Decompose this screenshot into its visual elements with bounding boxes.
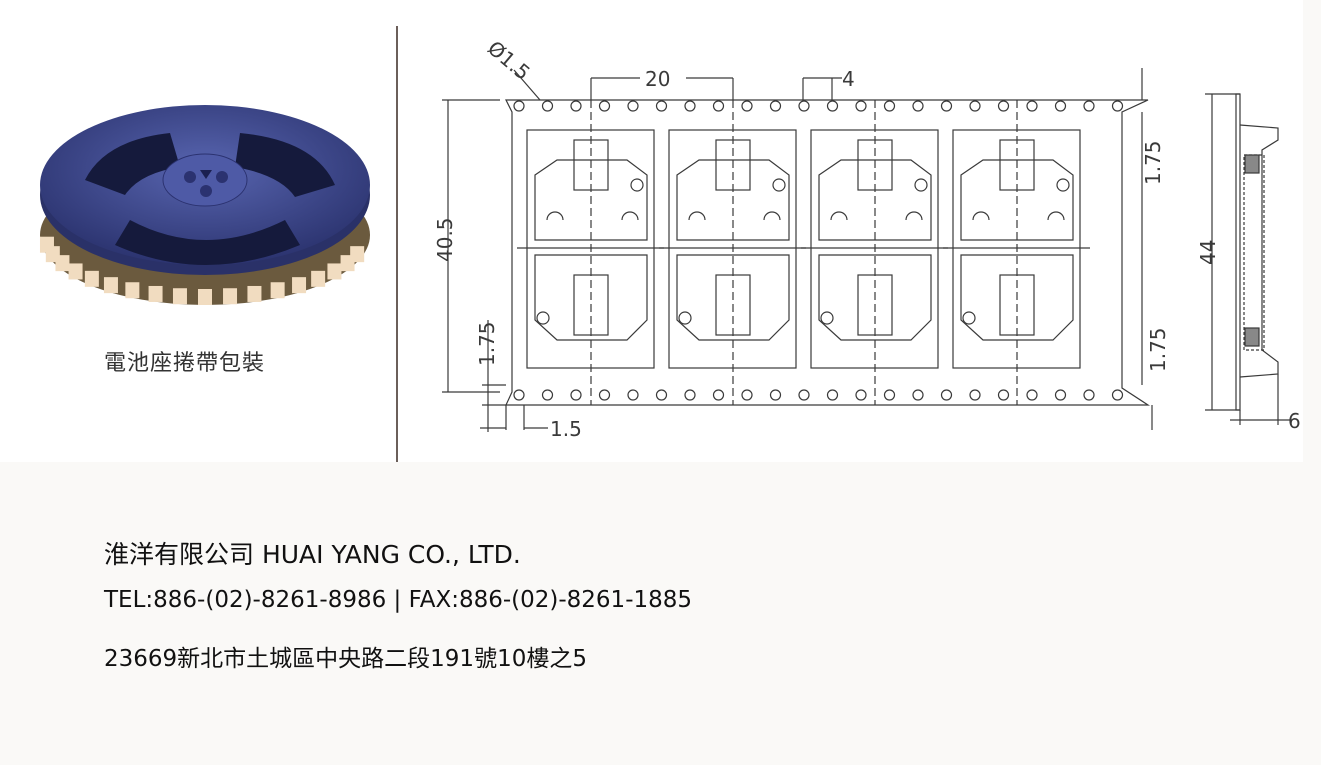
bottom-margin-label: 1.75 xyxy=(1146,327,1170,372)
company-name: 淮洋有限公司 HUAI YANG CO., LTD. xyxy=(104,540,521,569)
sprocket-hole xyxy=(798,389,810,401)
sprocket-hole xyxy=(741,389,753,401)
sprocket-hole xyxy=(1111,100,1124,112)
sprocket-hole xyxy=(513,389,525,401)
sprocket-hole xyxy=(826,389,839,401)
hole-pitch-dim: 4 xyxy=(802,67,855,100)
sprocket-hole xyxy=(855,100,867,112)
sprocket-hole xyxy=(1054,100,1067,112)
reel-cell xyxy=(311,270,326,287)
inner-height-label: 40.5 xyxy=(433,217,457,262)
hole-diameter-dim: Ø1.5 xyxy=(483,36,541,101)
tape-pocket xyxy=(659,100,806,405)
side-profile: 44 6 xyxy=(1196,93,1301,433)
sprocket-hole xyxy=(541,389,554,401)
sprocket-hole xyxy=(741,100,753,112)
depth-label: 6 xyxy=(1288,409,1301,433)
sprocket-hole xyxy=(1026,389,1038,401)
sprocket-hole xyxy=(1054,389,1067,401)
company-contact: TEL:886-(02)-8261-8986 | FAX:886-(02)-82… xyxy=(104,587,693,613)
sprocket-hole xyxy=(1111,389,1124,401)
sprocket-hole xyxy=(969,389,981,401)
sprocket-hole xyxy=(940,100,953,112)
sprocket-hole xyxy=(912,100,924,112)
sprocket-hole xyxy=(997,100,1010,112)
reel-cell xyxy=(55,255,70,272)
sprocket-hole xyxy=(883,389,896,401)
sprocket-hole xyxy=(684,389,696,401)
sprocket-hole xyxy=(969,100,981,112)
pocket-pitch-dim: 20 xyxy=(590,67,734,100)
sprocket-hole xyxy=(997,389,1010,401)
tape-pocket xyxy=(943,100,1090,405)
sprocket-hole xyxy=(1083,100,1095,112)
sprocket-hole xyxy=(712,389,725,401)
hole-diameter-label: Ø1.5 xyxy=(483,36,535,85)
left-offset-label: 1.5 xyxy=(550,417,582,441)
sprocket-hole xyxy=(541,100,554,112)
reel-cell xyxy=(327,263,342,280)
sprocket-hole xyxy=(513,100,525,112)
sprocket-hole xyxy=(712,100,725,112)
tape-pocket xyxy=(801,100,948,405)
tape-outline xyxy=(505,99,1151,406)
sprocket-hole xyxy=(1026,100,1038,112)
reel-cell xyxy=(84,270,99,287)
reel-cell xyxy=(172,288,187,305)
reel-cell xyxy=(68,263,83,280)
sprocket-hole xyxy=(912,389,924,401)
sprocket-hole xyxy=(883,100,896,112)
top-margin-label: 1.75 xyxy=(1141,140,1165,185)
sprocket-hole xyxy=(684,100,696,112)
sprocket-hole xyxy=(940,389,953,401)
sprocket-hole xyxy=(627,100,639,112)
reel-cell xyxy=(148,285,163,302)
sprocket-hole xyxy=(826,100,839,112)
sprocket-hole xyxy=(598,389,611,401)
sprocket-hole xyxy=(570,100,582,112)
pocket-pitch-label: 20 xyxy=(645,67,670,91)
reel-cell xyxy=(350,246,365,263)
divider xyxy=(396,26,398,462)
reel-cell xyxy=(292,277,307,294)
sprocket-hole xyxy=(655,100,668,112)
sprocket-hole xyxy=(655,389,668,401)
tape-width-label: 44 xyxy=(1196,240,1220,265)
left-margin-label: 1.75 xyxy=(475,321,499,366)
sprocket-hole xyxy=(769,100,782,112)
company-address: 23669新北市土城區中央路二段191號10樓之5 xyxy=(104,646,587,672)
sprocket-hole xyxy=(1083,389,1095,401)
reel-cell xyxy=(247,285,262,302)
sprocket-hole xyxy=(570,389,582,401)
hole-pitch-label: 4 xyxy=(842,67,855,91)
sprocket-hole xyxy=(598,100,611,112)
reel-cell xyxy=(125,282,140,299)
reel-caption: 電池座捲帶包裝 xyxy=(104,351,266,376)
reel-cell xyxy=(103,277,118,294)
tape-reel-image xyxy=(39,105,370,305)
reel-cell xyxy=(270,282,285,299)
sprocket-hole xyxy=(855,389,867,401)
sprocket-hole xyxy=(798,100,810,112)
sprocket-hole xyxy=(627,389,639,401)
sprocket-hole xyxy=(769,389,782,401)
tape-dimension-drawing: Ø1.5 20 4 1.75 1.75 40.5 1.75 1.5 44 6 xyxy=(433,36,1301,441)
company-info: 淮洋有限公司 HUAI YANG CO., LTD. TEL:886-(02)-… xyxy=(104,535,692,679)
reel-cell xyxy=(198,289,212,305)
tape-pocket xyxy=(517,100,664,405)
reel-cell xyxy=(223,288,238,305)
